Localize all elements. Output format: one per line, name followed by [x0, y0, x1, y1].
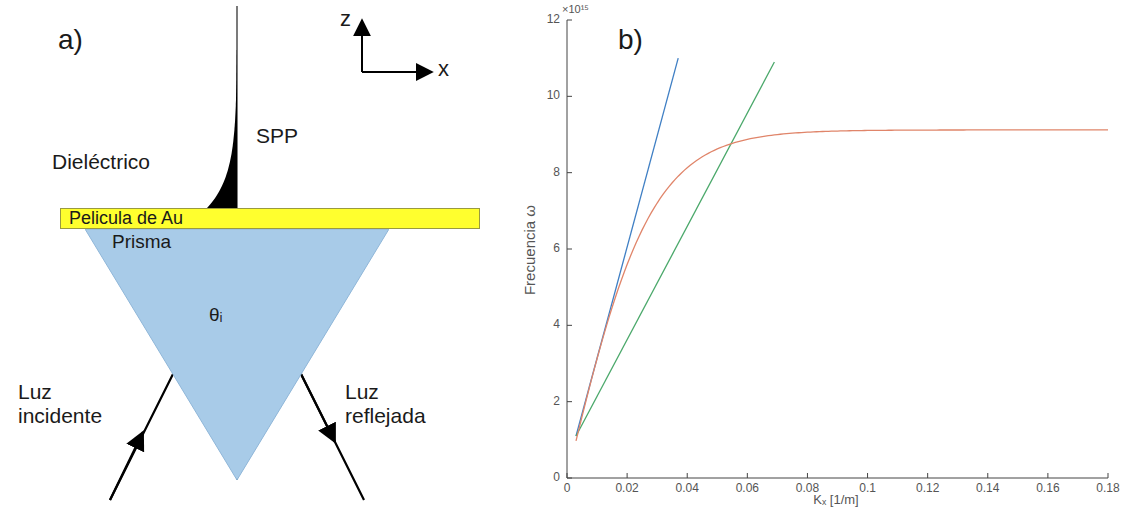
incident-arrow: [110, 432, 143, 500]
angle-label: θᵢ: [209, 304, 223, 326]
x-tick: [927, 473, 928, 478]
ray-label: Luz incidente: [18, 380, 118, 428]
prism-outline: [85, 229, 389, 480]
prism: Prisma: [85, 229, 389, 480]
spp-dispersion-curve: [576, 130, 1108, 441]
axis-name: x: [438, 56, 449, 81]
y-tick: [567, 249, 572, 250]
tick-label: 0.06: [736, 482, 759, 496]
tick-label: 10: [547, 89, 560, 103]
gold-film: Pelicula de Au: [60, 208, 480, 229]
z-axis-arrow: [361, 20, 363, 72]
x-tick: [807, 473, 808, 478]
spp-label: SPP: [256, 124, 298, 148]
y-tick: [567, 20, 572, 21]
axis-multiplier: ×10¹⁵: [562, 3, 589, 16]
tick-label: 4: [553, 318, 560, 332]
x-axis-line: [567, 478, 1108, 479]
x-tick: [567, 473, 568, 478]
axis-title: Frecuencia ω: [521, 205, 538, 295]
tick-label: 0.04: [676, 482, 699, 496]
spp-decay-metal: [237, 208, 299, 229]
y-tick: [567, 96, 572, 97]
tick-label: 12: [547, 13, 560, 27]
panel-letter: b): [618, 24, 643, 56]
ray-label: Luz reflejada: [345, 380, 445, 428]
x-tick: [687, 473, 688, 478]
x-axis-arrow: [362, 71, 432, 73]
prism-label: Prisma: [85, 229, 389, 251]
x-tick: [1108, 473, 1109, 478]
axis-title: Kₓ [1/m]: [813, 493, 858, 508]
tick-label: 8: [553, 166, 560, 180]
x-tick: [987, 473, 988, 478]
y-tick: [567, 325, 572, 326]
medium-name: Dieléctrico: [52, 150, 150, 174]
spp-decay-dielectric: [207, 50, 237, 208]
axis-name: z: [340, 6, 351, 31]
reflected-ray: [237, 229, 364, 500]
tick-label: 2: [553, 395, 560, 409]
angle-arc: [213, 284, 237, 289]
tick-label: 0: [553, 471, 560, 485]
tick-label: 0.14: [976, 482, 999, 496]
panel-letter: a): [58, 24, 83, 56]
y-tick: [567, 172, 572, 173]
x-tick: [1047, 473, 1048, 478]
tick-label: 0.02: [615, 482, 638, 496]
x-tick: [867, 473, 868, 478]
tick-label: 0.16: [1036, 482, 1059, 496]
incident-ray: [110, 229, 237, 500]
y-tick: [567, 401, 572, 402]
tick-label: 0.18: [1096, 482, 1119, 496]
tick-label: 0.12: [916, 482, 939, 496]
film-label: Pelicula de Au: [61, 209, 479, 228]
x-tick: [747, 473, 748, 478]
y-tick: [567, 478, 572, 479]
tick-label: 0.1: [859, 482, 876, 496]
tick-label: 6: [553, 242, 560, 256]
reflected-arrow: [301, 374, 335, 442]
light-line-prism: [576, 62, 774, 436]
tick-label: 0: [564, 482, 571, 496]
x-tick: [627, 473, 628, 478]
